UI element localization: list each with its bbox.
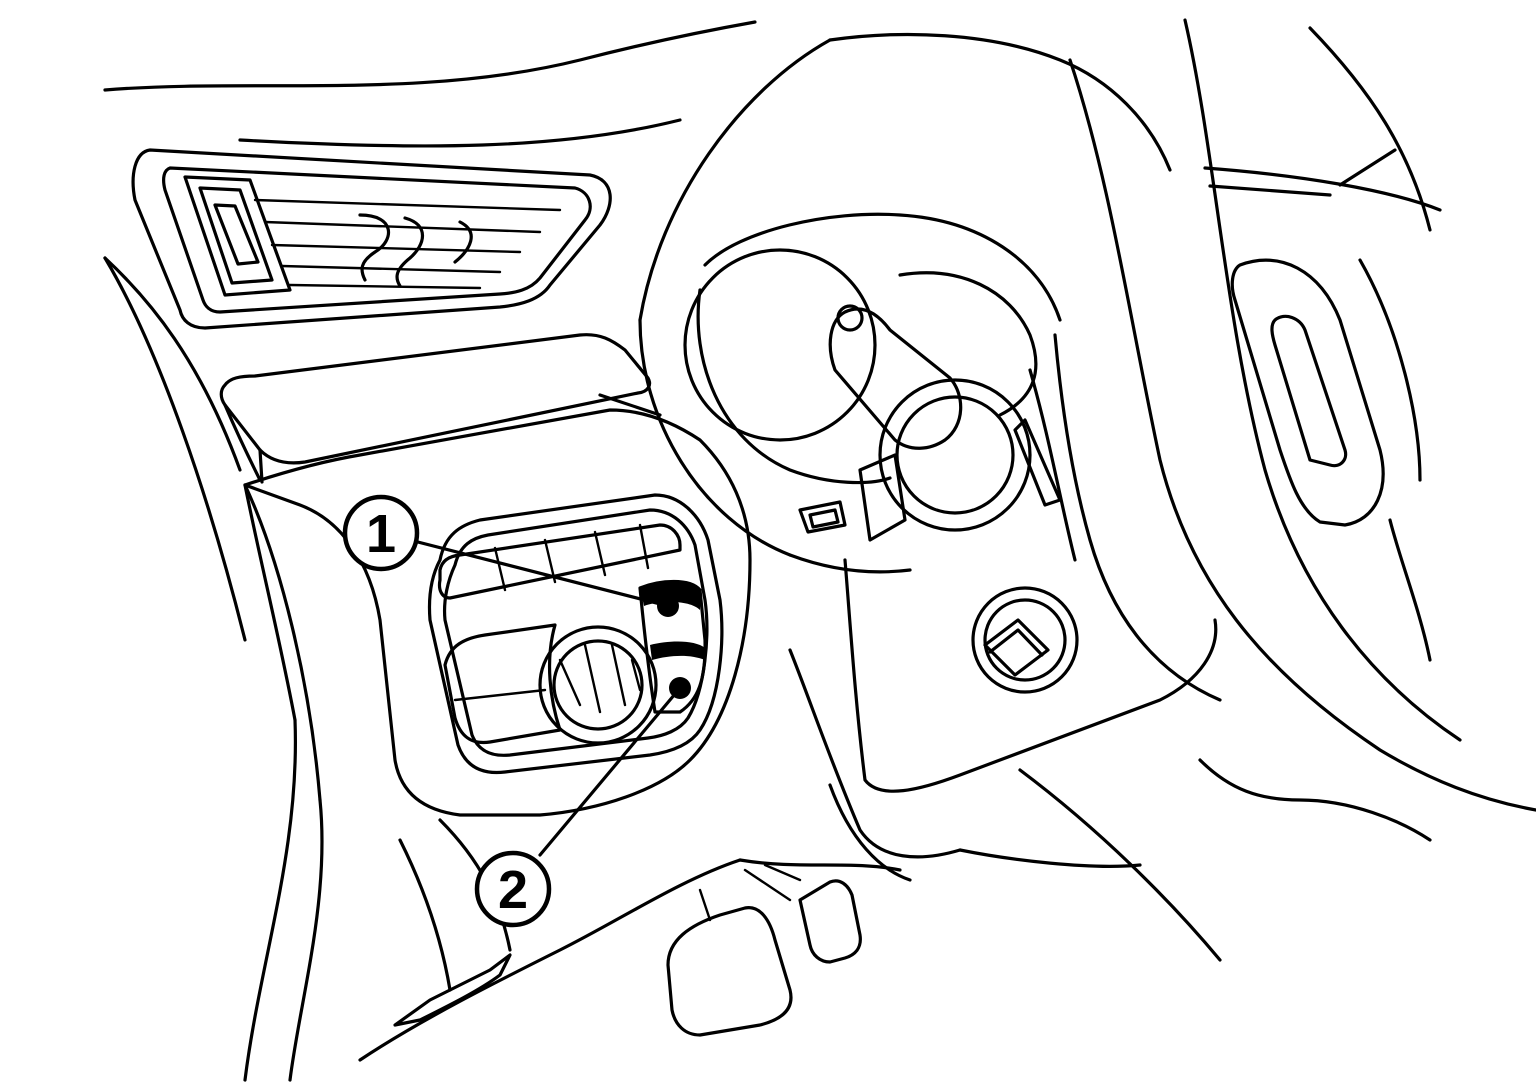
callout-2: 2	[474, 850, 552, 928]
steering-wheel	[1013, 18, 1536, 812]
panel-shelf	[219, 333, 662, 484]
callout-1-label: 1	[366, 504, 396, 564]
lower-column-cover	[788, 558, 1432, 962]
pedals	[358, 818, 902, 1062]
callout-leaders	[408, 538, 682, 857]
steering-column	[638, 32, 1172, 574]
callout-2-leader	[538, 686, 682, 857]
callout-1: 1	[342, 494, 420, 572]
headlamp-knob	[538, 625, 658, 745]
lower-knob	[971, 586, 1079, 694]
switch-bezel	[427, 493, 724, 775]
callout-1-leader	[408, 538, 670, 608]
dashboard-top-edge	[103, 20, 757, 642]
callout-2-label: 2	[498, 860, 528, 920]
lower-dash-panel	[243, 408, 752, 1082]
air-vent	[131, 148, 612, 330]
